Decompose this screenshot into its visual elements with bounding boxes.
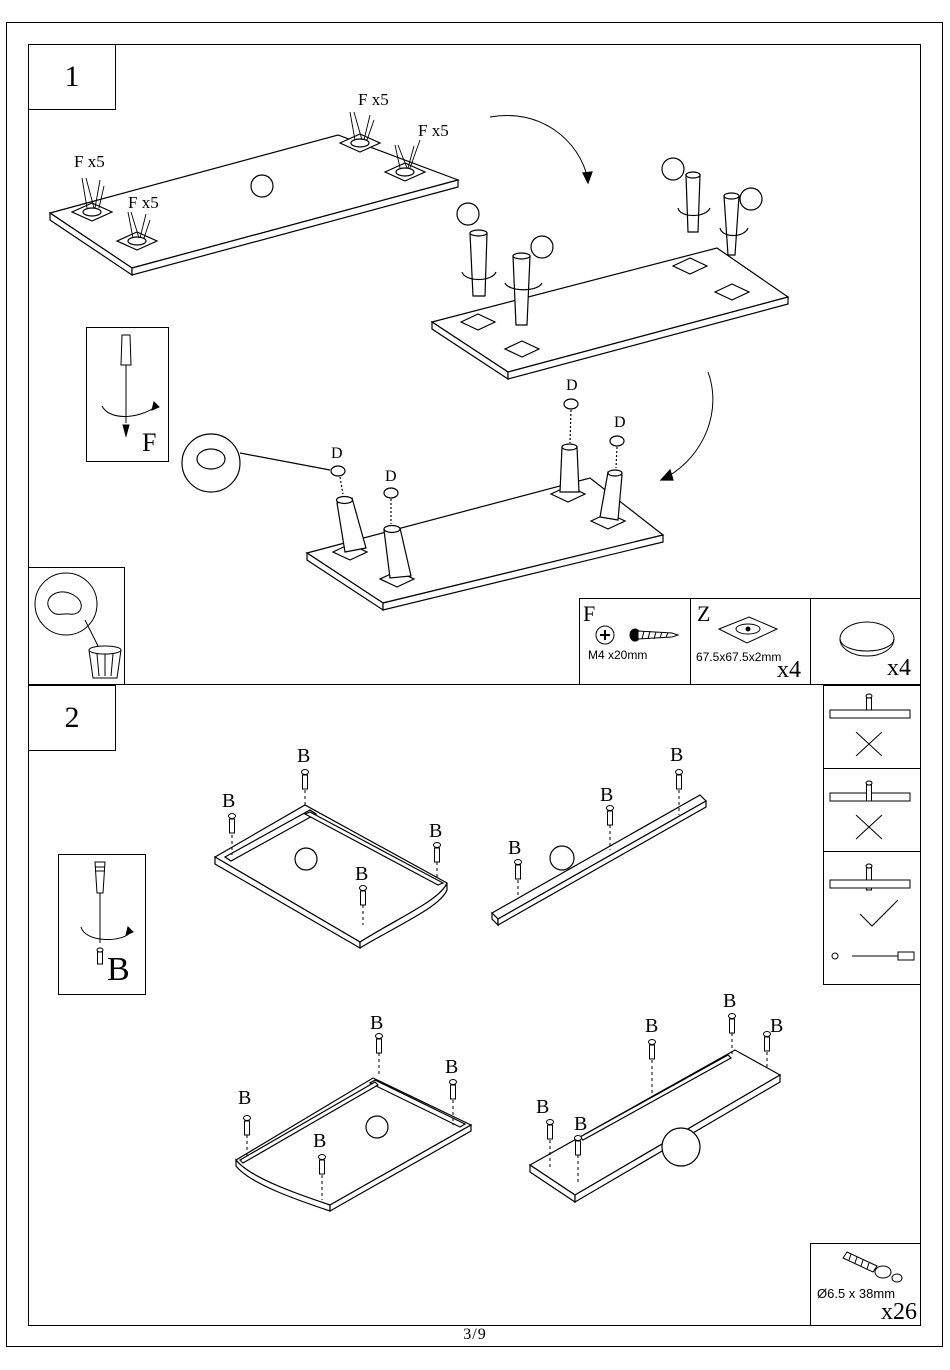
screwdriver-tool-box: B: [58, 854, 146, 995]
part-cam-bolt: Ø6.5 x 38mm x26: [810, 1243, 921, 1326]
page-number: 3/9: [0, 1326, 950, 1344]
panel-c: [236, 1078, 471, 1211]
bolt-depth-correct: [823, 851, 921, 985]
cam-bolt-label: B: [770, 1015, 783, 1038]
bolt-too-shallow-icon: [824, 769, 922, 853]
panel-d: [530, 1050, 780, 1202]
part-count: x26: [881, 1299, 917, 1326]
panel-a: [215, 805, 447, 948]
panel-b: [492, 795, 706, 925]
bolt-depth-wrong-1: [823, 685, 921, 769]
cam-bolt-label: B: [429, 820, 442, 843]
cam-bolt-label: B: [313, 1130, 326, 1153]
bolt-depth-wrong-2: [823, 768, 921, 852]
bolt-too-deep-icon: [824, 686, 922, 770]
cam-bolt-label: B: [355, 863, 368, 886]
cam-bolt-label: B: [238, 1087, 251, 1110]
cam-bolt-label: B: [222, 790, 235, 813]
cam-bolt-icon: [811, 1244, 921, 1284]
cam-bolt-label: B: [508, 837, 521, 860]
cam-bolt-label: B: [536, 1096, 549, 1119]
screwdriver-icon: [59, 855, 147, 996]
cam-bolt-label: B: [645, 1015, 658, 1038]
cam-bolt-label: B: [574, 1113, 587, 1136]
cam-bolt-label: B: [297, 745, 310, 768]
cam-bolt-label: B: [600, 784, 613, 807]
cam-bolt-label: B: [670, 744, 683, 767]
bolt-correct-icon: [824, 852, 922, 986]
tool-letter: B: [107, 951, 130, 989]
cam-bolt-label: B: [723, 990, 736, 1013]
cam-bolt-label: B: [445, 1056, 458, 1079]
cam-bolt-label: B: [370, 1012, 383, 1035]
